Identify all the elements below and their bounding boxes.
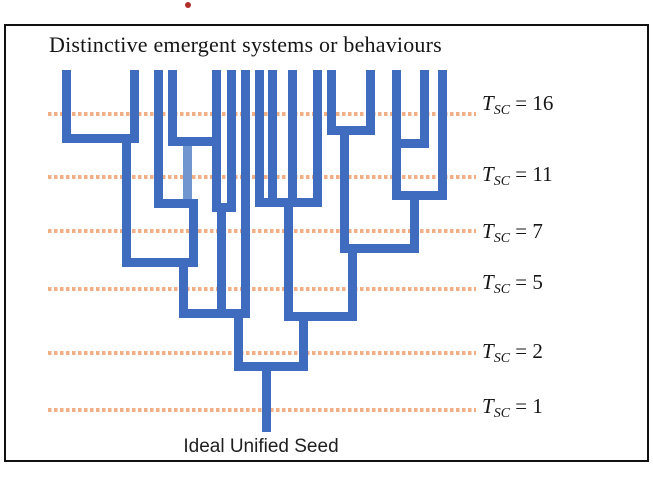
red-dot-marker <box>185 2 191 8</box>
figure-title: Distinctive emergent systems or behaviou… <box>49 32 442 57</box>
figure-frame <box>4 24 649 462</box>
seed-label: Ideal Unified Seed <box>183 436 339 457</box>
